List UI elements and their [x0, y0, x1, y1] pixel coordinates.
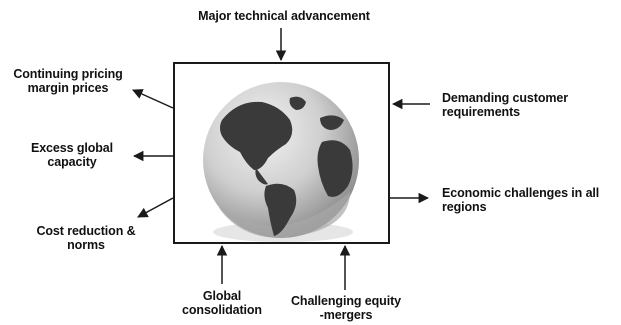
- arrow-left-3: [137, 197, 174, 218]
- arrow-left-1: [132, 89, 174, 109]
- label-left-1: Continuing pricing margin prices: [13, 67, 123, 95]
- label-left-2: Excess global capacity: [30, 141, 114, 169]
- label-bottom-2: Challenging equity -mergers: [290, 294, 401, 322]
- label-right-1: Demanding customer requirements: [442, 91, 569, 119]
- label-bottom-1: Global consolidation: [182, 289, 262, 317]
- label-left-3: Cost reduction & norms: [36, 224, 136, 252]
- globe-icon: [203, 82, 359, 242]
- label-top: Major technical advancement: [198, 9, 370, 23]
- label-right-2: Economic challenges in all regions: [442, 186, 600, 214]
